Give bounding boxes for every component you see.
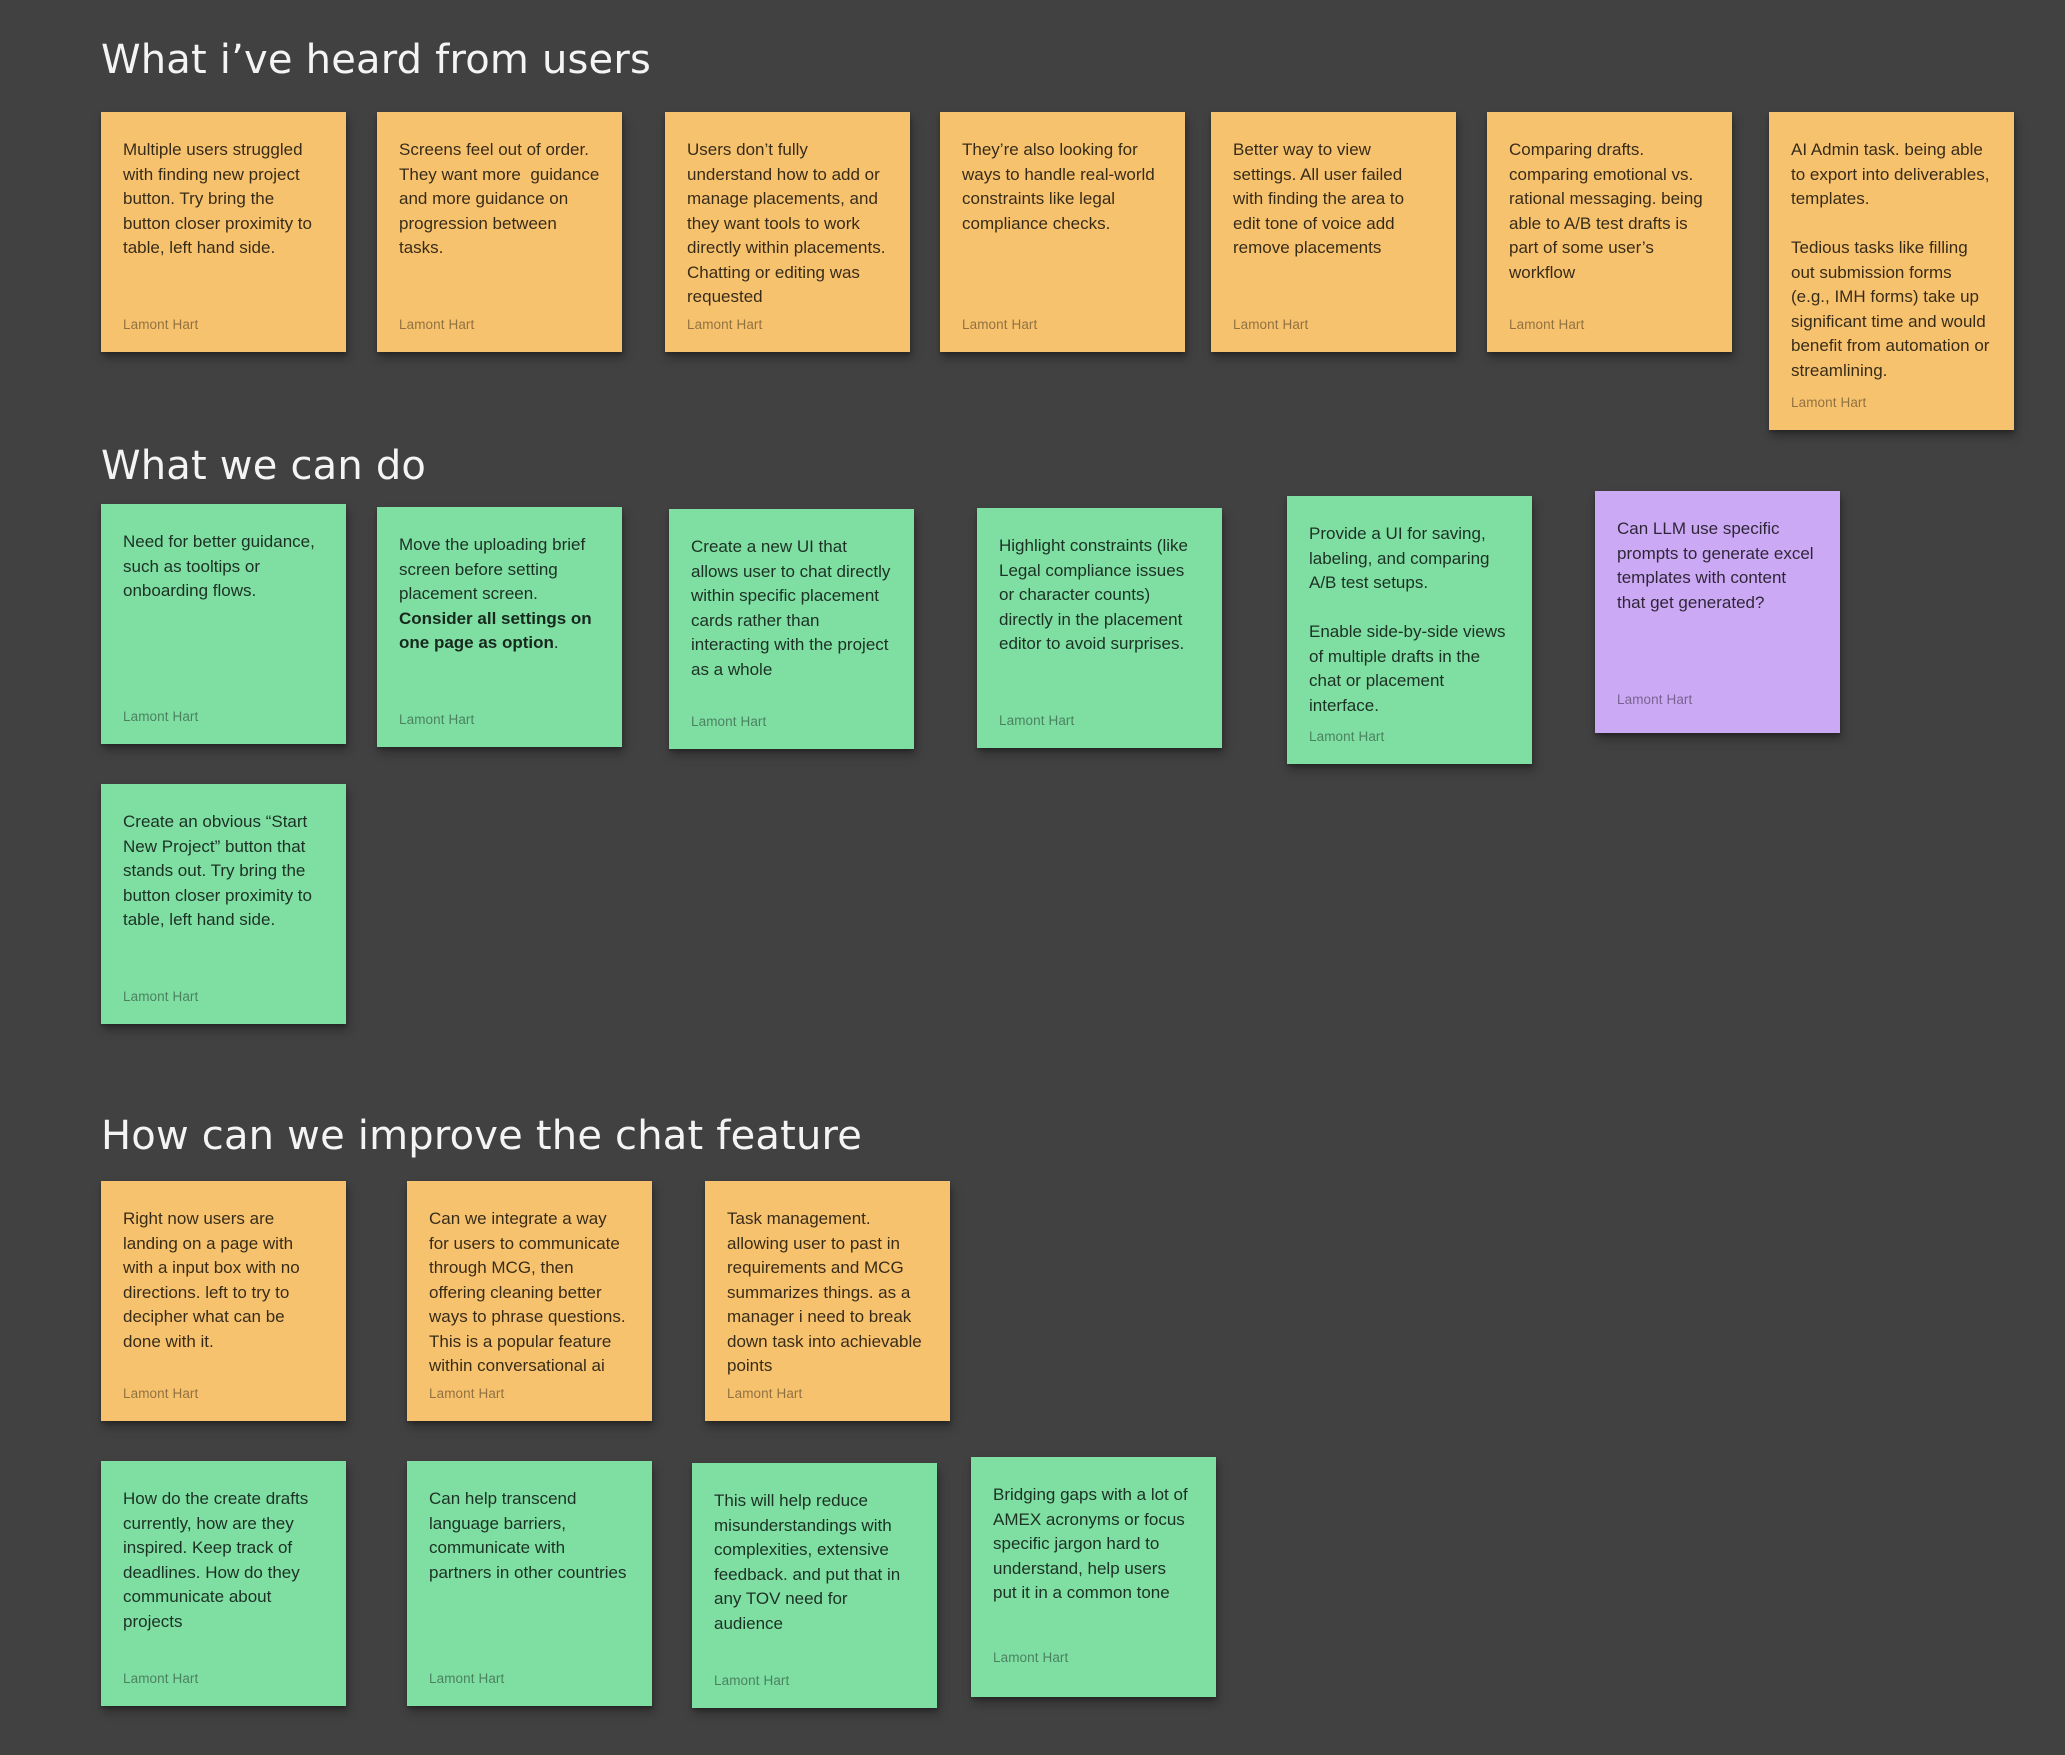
note-author: Lamont Hart (1791, 395, 1867, 410)
note-author: Lamont Hart (429, 1671, 505, 1686)
note-text: Bridging gaps with a lot of AMEX acronym… (993, 1485, 1192, 1602)
sticky-note[interactable]: Right now users are landing on a page wi… (101, 1181, 346, 1421)
note-text: Highlight constraints (like Legal compli… (999, 536, 1193, 653)
note-text: How do the create drafts currently, how … (123, 1489, 313, 1631)
sticky-note[interactable]: Move the uploading brief screen before s… (377, 507, 622, 747)
note-author: Lamont Hart (993, 1650, 1069, 1665)
note-author: Lamont Hart (714, 1673, 790, 1688)
note-text: Users don’t fully understand how to add … (687, 140, 891, 306)
note-text: Multiple users struggled with finding ne… (123, 140, 317, 257)
sticky-note[interactable]: Users don’t fully understand how to add … (665, 112, 910, 352)
note-author: Lamont Hart (1233, 317, 1309, 332)
sticky-note[interactable]: Create a new UI that allows user to chat… (669, 509, 914, 749)
note-author: Lamont Hart (962, 317, 1038, 332)
note-author: Lamont Hart (1617, 692, 1693, 707)
note-text: Can LLM use specific prompts to generate… (1617, 519, 1819, 612)
note-author: Lamont Hart (691, 714, 767, 729)
note-author: Lamont Hart (123, 1386, 199, 1401)
note-text: Need for better guidance, such as toolti… (123, 532, 320, 600)
note-text-tail: . (553, 633, 559, 652)
note-text: Screens feel out of order. They want mor… (399, 140, 605, 257)
note-author: Lamont Hart (123, 989, 199, 1004)
note-author: Lamont Hart (429, 1386, 505, 1401)
section-title-improve-chat-feature[interactable]: How can we improve the chat feature (101, 1113, 863, 1159)
note-author: Lamont Hart (399, 712, 475, 727)
note-text: Can we integrate a way for users to comm… (429, 1209, 630, 1375)
note-text: Right now users are landing on a page wi… (123, 1209, 305, 1351)
note-text: Task management. allowing user to past i… (727, 1209, 927, 1375)
note-author: Lamont Hart (727, 1386, 803, 1401)
note-author: Lamont Hart (123, 709, 199, 724)
note-text: Create a new UI that allows user to chat… (691, 537, 896, 679)
note-text-bold: Consider all settings on one page as opt… (399, 608, 597, 653)
note-text: Create an obvious “Start New Project” bu… (123, 812, 317, 929)
note-author: Lamont Hart (1309, 729, 1385, 744)
note-text: They’re also looking for ways to handle … (962, 140, 1160, 233)
sticky-note[interactable]: AI Admin task. being able to export into… (1769, 112, 2014, 430)
note-author: Lamont Hart (1509, 317, 1585, 332)
note-author: Lamont Hart (123, 317, 199, 332)
sticky-note[interactable]: Provide a UI for saving, labeling, and c… (1287, 496, 1532, 764)
sticky-note[interactable]: They’re also looking for ways to handle … (940, 112, 1185, 352)
sticky-note[interactable]: This will help reduce misunderstandings … (692, 1463, 937, 1708)
sticky-note[interactable]: Multiple users struggled with finding ne… (101, 112, 346, 352)
sticky-note[interactable]: Need for better guidance, such as toolti… (101, 504, 346, 744)
sticky-note[interactable]: Bridging gaps with a lot of AMEX acronym… (971, 1457, 1216, 1697)
section-title-heard-from-users[interactable]: What i’ve heard from users (101, 37, 652, 83)
note-author: Lamont Hart (123, 1671, 199, 1686)
sticky-note[interactable]: Can help transcend language barriers, co… (407, 1461, 652, 1706)
note-text: This will help reduce misunderstandings … (714, 1491, 905, 1633)
sticky-note[interactable]: Better way to view settings. All user fa… (1211, 112, 1456, 352)
note-author: Lamont Hart (687, 317, 763, 332)
note-text: Better way to view settings. All user fa… (1233, 140, 1409, 257)
sticky-note[interactable]: Can LLM use specific prompts to generate… (1595, 491, 1840, 733)
sticky-note[interactable]: Screens feel out of order. They want mor… (377, 112, 622, 352)
note-author: Lamont Hart (399, 317, 475, 332)
sticky-note[interactable]: Comparing drafts. comparing emotional vs… (1487, 112, 1732, 352)
sticky-note[interactable]: Task management. allowing user to past i… (705, 1181, 950, 1421)
sticky-note[interactable]: Create an obvious “Start New Project” bu… (101, 784, 346, 1024)
sticky-note[interactable]: How do the create drafts currently, how … (101, 1461, 346, 1706)
note-text: Can help transcend language barriers, co… (429, 1489, 627, 1582)
note-text: Provide a UI for saving, labeling, and c… (1309, 524, 1506, 715)
note-text: Comparing drafts. comparing emotional vs… (1509, 140, 1708, 282)
note-text: Move the uploading brief screen before s… (399, 533, 600, 656)
note-text-lead: Move the uploading brief screen before s… (399, 535, 590, 603)
sticky-note[interactable]: Highlight constraints (like Legal compli… (977, 508, 1222, 748)
note-author: Lamont Hart (999, 713, 1075, 728)
sticky-note[interactable]: Can we integrate a way for users to comm… (407, 1181, 652, 1421)
section-title-what-we-can-do[interactable]: What we can do (101, 443, 427, 489)
note-text: AI Admin task. being able to export into… (1791, 140, 1990, 380)
